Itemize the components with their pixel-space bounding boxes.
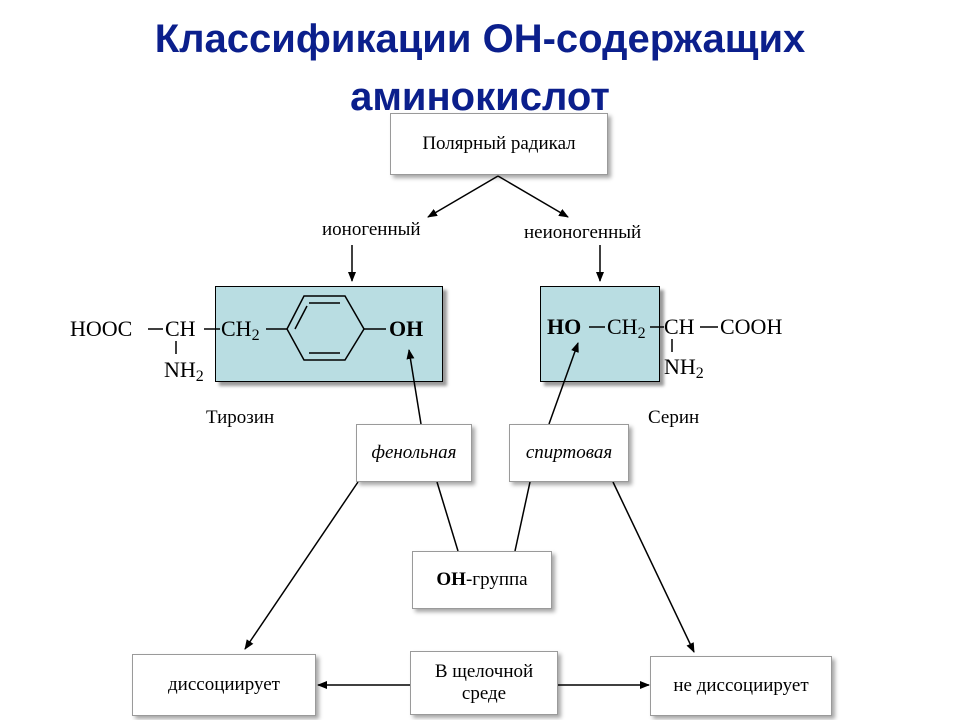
line-ohgroup-to-alcoholic [514, 481, 531, 552]
label-nonionogenic: неионогенный [524, 222, 642, 243]
tyrosine-nh2-sub: 2 [195, 368, 204, 385]
serine-nh2: NH2 [664, 354, 704, 383]
arrow-root-to-nonionogenic [497, 175, 569, 218]
root-label: Полярный радикал [422, 133, 576, 154]
serine-highlight [540, 286, 660, 382]
title-line-2: аминокислот [350, 75, 610, 119]
box-alcoholic: спиртовая [509, 424, 629, 482]
page-title: Классификации ОН-содержащих аминокислот [0, 10, 960, 126]
dissociates-label: диссоциирует [168, 674, 280, 695]
tyrosine-nh2: NH2 [164, 357, 204, 386]
serine-nh2-sub: 2 [695, 365, 704, 382]
phenolic-label: фенольная [371, 442, 457, 463]
line-ohgroup-to-phenolic [436, 481, 459, 552]
serine-ho: HO [547, 314, 582, 339]
tyrosine-highlight [215, 286, 443, 382]
box-oh-group: ОН-группа [412, 551, 552, 609]
tyrosine-nh2-base: NH [164, 357, 196, 382]
serine-ch: CH [664, 314, 695, 339]
tyrosine-ch2: CH2 [221, 316, 260, 345]
box-dissociates: диссоциирует [132, 654, 316, 716]
tyrosine-name: Тирозин [206, 407, 275, 428]
arrow-alcoholic-to-not-dissociates [612, 481, 695, 653]
arrow-root-to-ionogenic [427, 175, 499, 218]
tyrosine-oh: OH [389, 316, 424, 341]
arrow-phenolic-to-dissociates [244, 481, 359, 650]
tyrosine-hooc: HOOC [70, 316, 133, 341]
serine-ch2: CH2 [607, 314, 646, 343]
tyrosine-ch: CH [165, 316, 196, 341]
benzene-ring [286, 295, 365, 361]
serine-name: Серин [648, 407, 700, 428]
oh-group-rest: -группа [465, 569, 528, 590]
tyrosine-ch2-base: CH [221, 316, 252, 341]
alcoholic-label: спиртовая [525, 442, 613, 463]
box-phenolic: фенольная [356, 424, 472, 482]
label-ionogenic: ионогенный [322, 219, 421, 240]
arrow-alcoholic-to-ho [548, 342, 579, 425]
alkaline-label: В щелочной среде [434, 661, 534, 704]
box-alkaline: В щелочной среде [410, 651, 558, 715]
oh-group-label: ОН-группа [436, 569, 527, 591]
serine-ch2-sub: 2 [637, 325, 646, 342]
serine-cooh: COOH [720, 314, 783, 339]
serine-nh2-base: NH [664, 354, 696, 379]
oh-group-bold: ОН [436, 569, 466, 590]
ring-double-bond-left [294, 305, 308, 330]
root-box-polar-radical: Полярный радикал [390, 113, 608, 175]
title-line-1: Классификации ОН-содержащих [154, 17, 806, 61]
tyrosine-ch2-sub: 2 [251, 327, 260, 344]
arrow-phenolic-to-oh [406, 349, 422, 425]
not-dissociates-label: не диссоциирует [673, 675, 809, 696]
box-not-dissociates: не диссоциирует [650, 656, 832, 716]
serine-ch2-base: CH [607, 314, 638, 339]
